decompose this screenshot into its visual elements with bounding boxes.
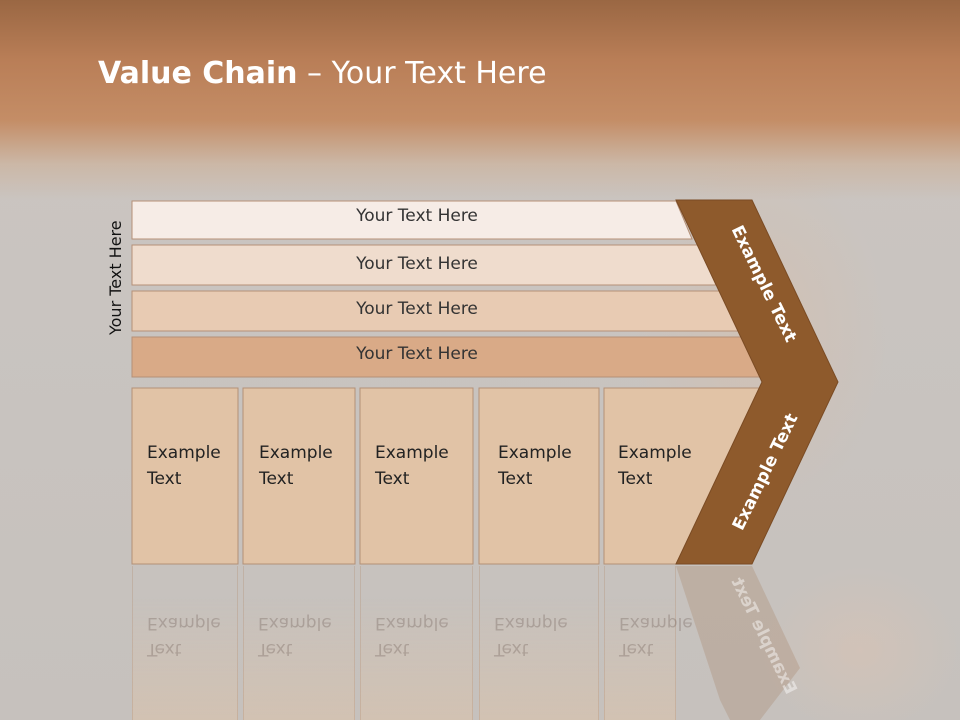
cell-reflection-3-line-2: Text: [375, 639, 410, 659]
margin-chevron: [675, 199, 839, 565]
cell-reflection-1: Text Example: [132, 566, 238, 720]
cell-reflection-2: Text Example: [243, 566, 355, 720]
title-rest: – Your Text Here: [297, 56, 547, 91]
cell-3-line-2: Text: [375, 469, 410, 489]
support-band-2-label: Your Text Here: [356, 254, 478, 274]
cell-1-line-1: Example: [147, 443, 221, 463]
chevron-reflection: [676, 566, 800, 720]
cell-reflection-4-line-1: Example: [494, 613, 568, 633]
title-bold: Value Chain: [98, 56, 298, 91]
cell-reflection-5-line-1: Example: [619, 613, 693, 633]
primary-cell-4-label: Example Text: [498, 440, 572, 492]
cell-reflection-2-line-1: Example: [258, 613, 332, 633]
cell-2-line-1: Example: [259, 443, 333, 463]
cell-reflection-5: Text Example: [604, 566, 693, 720]
support-band-1: [131, 200, 693, 240]
cell-3-line-1: Example: [375, 443, 449, 463]
cell-1-line-2: Text: [147, 469, 182, 489]
cell-reflection-2-line-2: Text: [258, 639, 293, 659]
support-band-4-label: Your Text Here: [356, 344, 478, 364]
cell-reflection-3-line-1: Example: [375, 613, 449, 633]
cell-5-line-2: Text: [618, 469, 653, 489]
primary-cell-3: [359, 387, 474, 565]
cell-reflection-1-line-2: Text: [147, 639, 182, 659]
primary-cell-2-label: Example Text: [259, 440, 333, 492]
cell-5-line-1: Example: [618, 443, 692, 463]
support-band-1-label: Your Text Here: [356, 206, 478, 226]
slide-title: Value Chain – Your Text Here: [98, 56, 547, 91]
cell-reflection-3: Text Example: [360, 566, 473, 720]
cell-reflection-4: Text Example: [479, 566, 599, 720]
primary-cell-5-label: Example Text: [618, 440, 692, 492]
primary-cell-4: [478, 387, 600, 565]
cell-reflection-4-line-2: Text: [494, 639, 529, 659]
cell-4-line-1: Example: [498, 443, 572, 463]
cell-2-line-2: Text: [259, 469, 294, 489]
primary-cell-3-label: Example Text: [375, 440, 449, 492]
cell-reflection-1-line-1: Example: [147, 613, 221, 633]
support-band-3-label: Your Text Here: [356, 299, 478, 319]
primary-cell-1-label: Example Text: [147, 440, 221, 492]
cell-reflection-5-line-2: Text: [619, 639, 654, 659]
primary-cell-1: [131, 387, 239, 565]
header-band: [0, 0, 960, 200]
primary-cell-2: [242, 387, 356, 565]
cell-4-line-2: Text: [498, 469, 533, 489]
